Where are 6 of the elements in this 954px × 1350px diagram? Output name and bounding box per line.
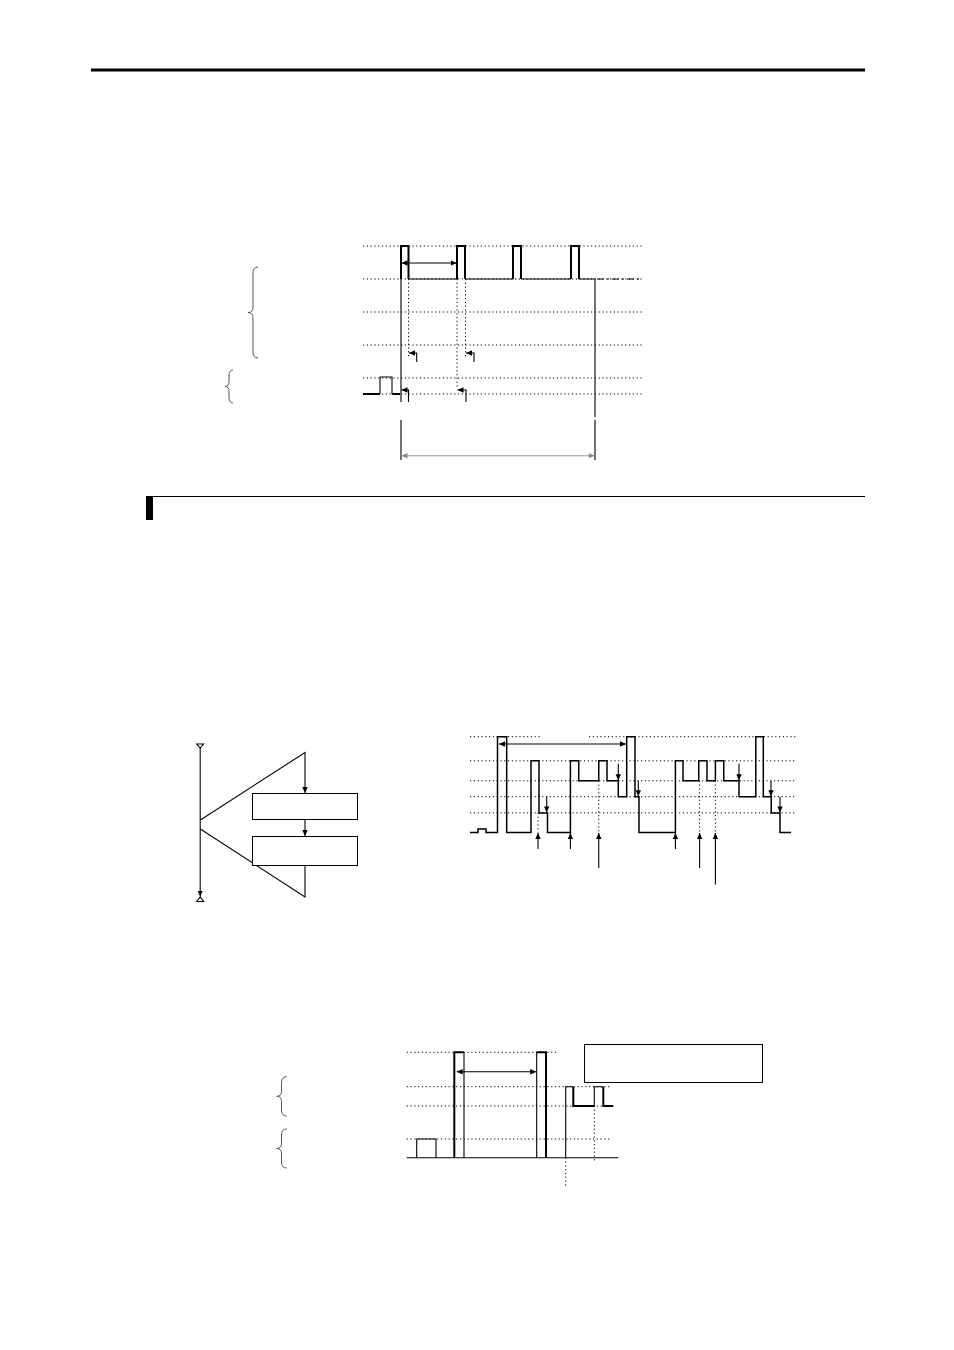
arrow [199, 751, 308, 821]
note-box [584, 1044, 763, 1083]
process-box [252, 793, 358, 820]
arrow [302, 819, 308, 837]
connector-line [199, 828, 306, 898]
process-box [252, 836, 358, 866]
